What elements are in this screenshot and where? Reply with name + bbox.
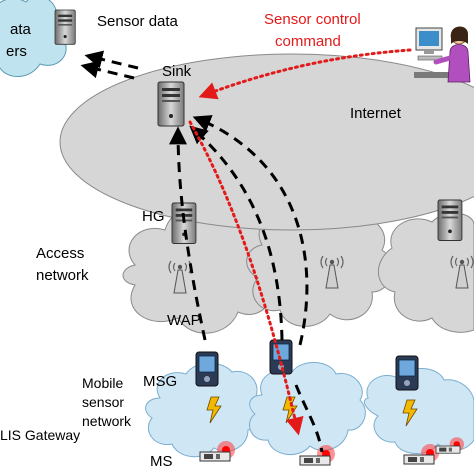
- access-network-label: Access: [36, 245, 84, 262]
- pda-icon: [195, 351, 219, 387]
- sensor-data-flow: [80, 50, 324, 453]
- sensor-data-label: Sensor data: [97, 13, 179, 30]
- control-command-label: Sensor control: [264, 11, 361, 28]
- ms-label: MS: [150, 453, 173, 470]
- sensor-control-command-flow: [188, 48, 412, 436]
- gateway-label: LIS Gateway: [0, 427, 80, 443]
- sink-server-icon: [157, 81, 185, 127]
- mobile-sensor-network-label: sensor: [82, 394, 124, 410]
- internet-cloud: [59, 53, 474, 231]
- data-servers-label: ata: [10, 21, 32, 38]
- mobile-sensor-network-label: Mobile: [82, 375, 123, 391]
- mobile-sensor-network-cloud: [145, 362, 474, 458]
- sink-label: Sink: [162, 63, 192, 80]
- hg-label: HG: [142, 208, 165, 225]
- wap-label: WAP: [167, 312, 201, 329]
- data-servers-label: ers: [6, 43, 27, 60]
- hg-server-icon: [437, 199, 463, 241]
- access-network-label: network: [36, 267, 89, 284]
- msg-label: MSG: [143, 373, 177, 390]
- user-at-computer-icon: [414, 26, 471, 83]
- hg-server-icon: [171, 202, 197, 244]
- pda-icon: [395, 355, 419, 391]
- control-command-label: command: [275, 33, 341, 50]
- mobile-sensor-network-label: network: [82, 413, 132, 429]
- data-server-icon: [54, 9, 76, 45]
- internet-label: Internet: [350, 105, 402, 122]
